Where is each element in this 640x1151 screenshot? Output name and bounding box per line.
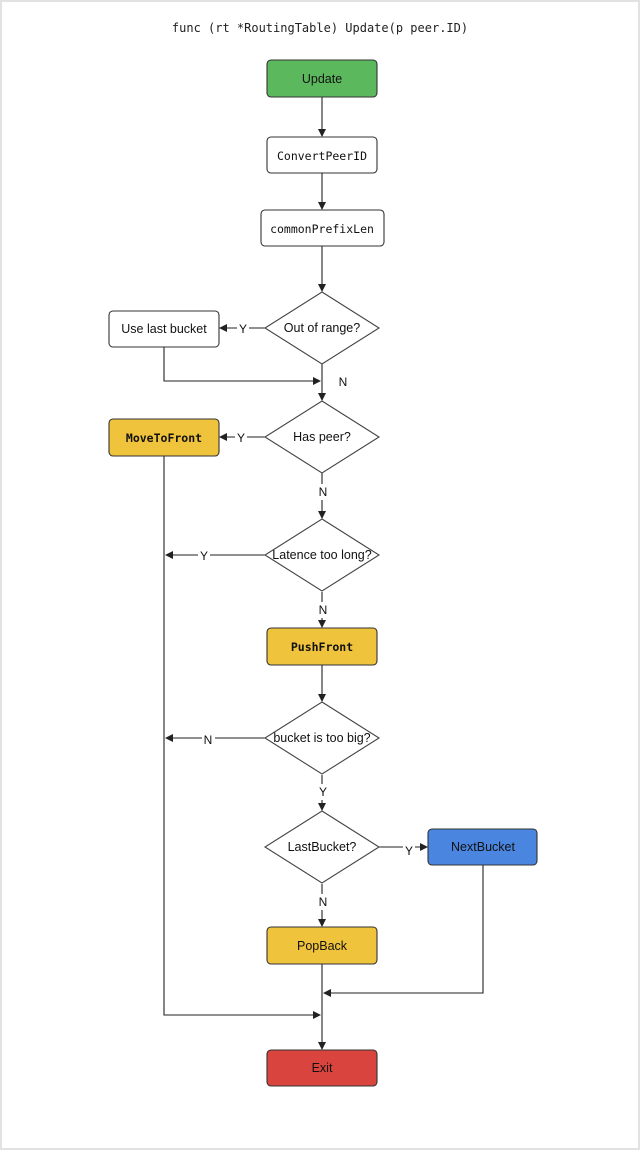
decision-last-bucket: LastBucket? (263, 810, 381, 884)
edge-label-range-no: N (339, 375, 348, 389)
edge-label-bucketbig-yes: Y (319, 785, 327, 799)
node-next-bucket: NextBucket (427, 828, 538, 866)
edge-label-range-yes: Y (239, 322, 247, 336)
edge-label-haspeer-no: N (319, 485, 328, 499)
edge-label-lastbucket-yes: Y (405, 844, 413, 858)
decision-out-of-range-label: Out of range? (284, 321, 360, 335)
edge-lastbucket-merge (163, 347, 321, 385)
node-exit-label: Exit (312, 1061, 333, 1075)
node-move-to-front: MoveToFront (108, 418, 220, 457)
node-move-to-front-label: MoveToFront (126, 431, 202, 445)
node-push-front-label: PushFront (291, 640, 353, 654)
node-use-last-bucket-label: Use last bucket (121, 322, 207, 336)
edge-movetofront-merge (163, 456, 321, 1019)
node-common-prefix-len-label: commonPrefixLen (270, 222, 374, 236)
decision-has-peer-label: Has peer? (293, 430, 351, 444)
edge-label-haspeer-yes: Y (237, 431, 245, 445)
node-push-front: PushFront (266, 627, 378, 666)
node-update: Update (266, 59, 378, 98)
decision-bucket-too-big-label: bucket is too big? (273, 731, 370, 745)
node-pop-back-label: PopBack (297, 939, 348, 953)
decision-latence-too-long: Latence too long? (263, 518, 381, 592)
node-convert-peer-id-label: ConvertPeerID (277, 149, 367, 163)
edge-nextbucket-merge (323, 865, 484, 997)
node-update-label: Update (302, 72, 342, 86)
node-pop-back: PopBack (266, 926, 378, 965)
edge-label-latence-yes: Y (200, 549, 208, 563)
decision-has-peer: Has peer? (263, 400, 381, 474)
node-next-bucket-label: NextBucket (451, 840, 515, 854)
decision-bucket-too-big: bucket is too big? (263, 701, 381, 775)
node-use-last-bucket: Use last bucket (108, 310, 220, 348)
edge-label-bucketbig-no: N (204, 733, 213, 747)
node-exit: Exit (266, 1049, 378, 1087)
node-convert-peer-id: ConvertPeerID (266, 136, 378, 174)
diagram-title: func (rt *RoutingTable) Update(p peer.ID… (172, 21, 468, 35)
decision-latence-too-long-label: Latence too long? (272, 548, 371, 562)
edge-label-lastbucket-no: N (319, 895, 328, 909)
edge-label-latence-no: N (319, 603, 328, 617)
decision-out-of-range: Out of range? (263, 291, 381, 365)
decision-last-bucket-label: LastBucket? (288, 840, 357, 854)
node-common-prefix-len: commonPrefixLen (260, 209, 385, 247)
